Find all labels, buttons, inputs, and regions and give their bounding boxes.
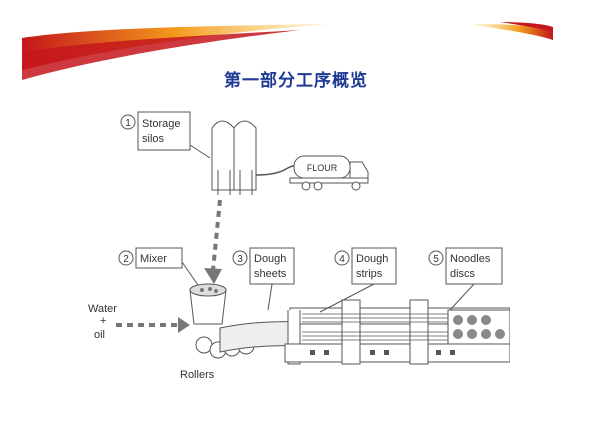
input-label-line1: Water	[88, 303, 117, 315]
banner-swoosh-left-dark	[22, 30, 300, 80]
step-mixer: 2 Mixer	[118, 247, 227, 325]
step-2-label-line1: Mixer	[140, 253, 167, 265]
rollers-label: Rollers	[180, 369, 215, 381]
step-1-number-circle	[120, 114, 136, 130]
banner-swoosh-left	[22, 24, 330, 70]
flow-arrow-silos-to-mixer	[204, 199, 222, 284]
banner-swoosh-right-dark	[500, 22, 553, 32]
step-noodles-discs: 5 Noodles discs	[428, 247, 503, 311]
step-dough-sheets: 3 Dough sheets	[232, 247, 295, 311]
step-3-number: 3	[237, 254, 243, 265]
noodle-process-diagram: 1 Storage silos FLOUR	[88, 111, 510, 381]
slide-title: 第一部分工序概览	[224, 71, 368, 91]
rollers: Rollers	[180, 321, 301, 381]
step-5-label-line1: Noodles	[450, 253, 491, 265]
step-5-number-circle	[428, 250, 444, 266]
step-4-number-circle	[334, 250, 350, 266]
conveyor-machinery	[284, 299, 510, 365]
step-3-label-line1: Dough	[254, 253, 286, 265]
step-2-number: 2	[123, 254, 129, 265]
step-storage-silos: 1 Storage silos FLOUR	[120, 111, 369, 195]
step-1-label-box	[137, 111, 191, 151]
banner-swoosh-right	[470, 24, 553, 40]
input-label-line3: oil	[94, 329, 105, 341]
water-oil-input: Water + oil	[88, 303, 190, 341]
step-1-number: 1	[125, 118, 131, 129]
step-1-label-line2: silos	[142, 133, 165, 145]
step-4-label-line1: Dough	[356, 253, 388, 265]
step-2-label-box	[135, 247, 183, 269]
step-3-number-circle	[232, 250, 248, 266]
step-2-number-circle	[118, 250, 134, 266]
step-5-number: 5	[433, 254, 439, 265]
header-banner	[22, 22, 553, 80]
step-4-label-line2: strips	[356, 268, 383, 280]
step-4-number: 4	[339, 254, 345, 265]
step-dough-strips: 4 Dough strips	[319, 247, 397, 313]
noodle-disc-tray	[447, 309, 510, 345]
silos-icon	[211, 120, 257, 195]
step-3-label-line2: sheets	[254, 268, 287, 280]
mixer-icon	[189, 283, 227, 325]
truck-label: FLOUR	[307, 163, 338, 173]
step-1-label-line1: Storage	[142, 118, 181, 130]
step-5-label-line2: discs	[450, 268, 476, 280]
flour-truck-icon: FLOUR	[289, 155, 369, 191]
input-label-line2: +	[100, 315, 106, 327]
